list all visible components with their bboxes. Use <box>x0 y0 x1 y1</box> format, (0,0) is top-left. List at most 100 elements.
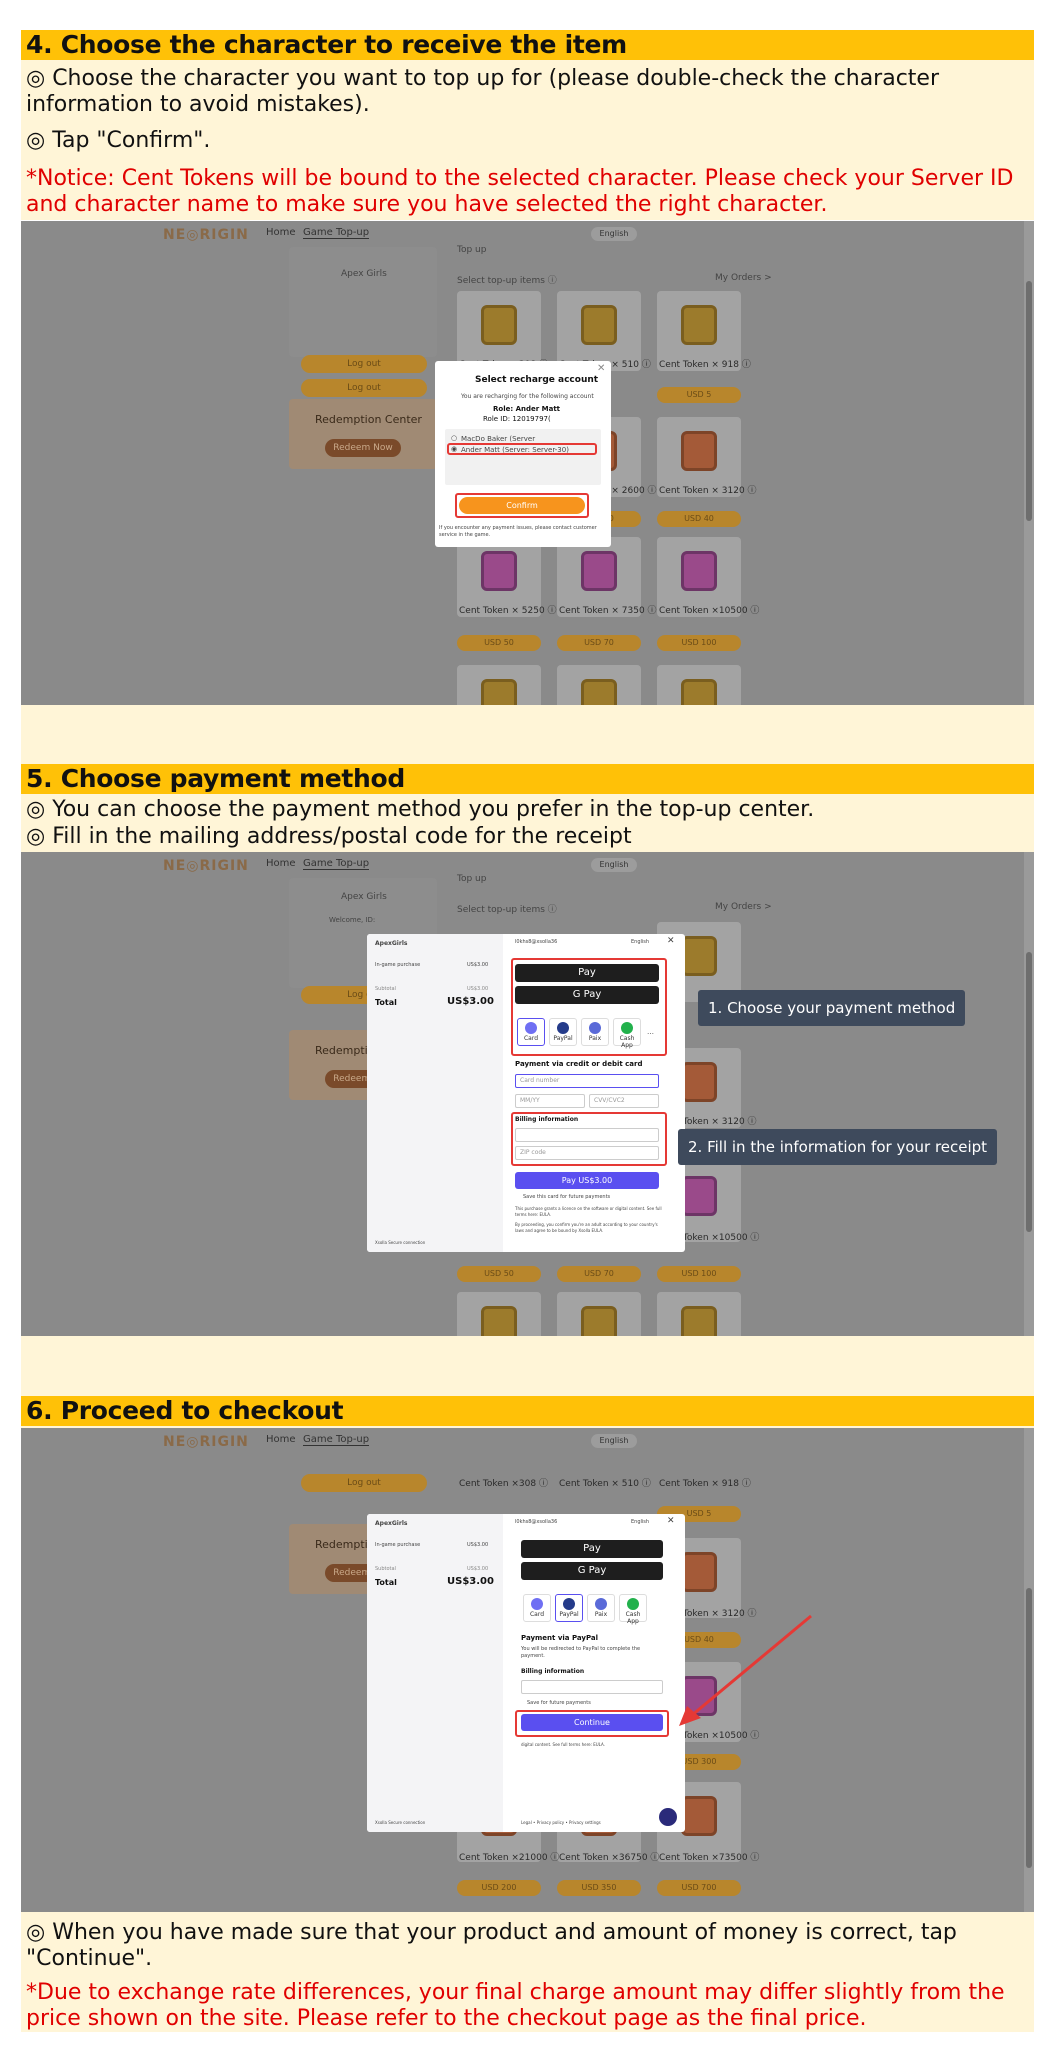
account-option-1[interactable]: MacDo Baker (Server <box>461 435 536 443</box>
tile-12[interactable] <box>657 665 741 705</box>
welcome-text: Welcome, ID: <box>329 916 376 924</box>
language-select-5[interactable]: English <box>591 858 637 872</box>
s6-price-700[interactable]: USD 700 <box>657 1880 741 1896</box>
google-pay-button[interactable]: G Pay <box>515 986 659 1004</box>
radio-1-icon[interactable]: ○ <box>451 434 458 442</box>
s6-save-future[interactable]: Save for future payments <box>527 1700 591 1706</box>
s6-price-350[interactable]: USD 350 <box>557 1880 641 1896</box>
nav-game-topup[interactable]: Game Top-up <box>303 227 370 239</box>
method-cashapp[interactable]: Cash App <box>613 1018 641 1049</box>
s6-method-paix[interactable]: Paix <box>587 1594 615 1622</box>
s6-price-200[interactable]: USD 200 <box>457 1880 541 1896</box>
redeem-now-button[interactable]: Redeem Now <box>325 439 401 457</box>
checkout-lang[interactable]: English <box>631 939 650 945</box>
user-name-5: Apex Girls <box>341 892 387 902</box>
s6-method-paypal[interactable]: PayPal <box>555 1594 583 1622</box>
apple-pay-button[interactable]: Pay <box>515 964 659 982</box>
card-number-input[interactable]: Card number <box>515 1074 659 1088</box>
step4-instruction-1: ◎ Choose the character you want to top u… <box>26 66 939 117</box>
checkout-close-icon[interactable]: ✕ <box>667 936 675 946</box>
tile-10[interactable] <box>457 665 541 705</box>
s6-tile-a-label: Cent Token × 3120 ⓘ <box>659 1609 757 1619</box>
modal-role: Role: Ander Matt <box>493 405 561 413</box>
mmyy-input[interactable]: MM/YY <box>515 1094 585 1108</box>
tile-3-price[interactable]: USD 5 <box>657 387 741 403</box>
confirm-highlight <box>455 493 589 518</box>
nav-game-topup-5[interactable]: Game Top-up <box>303 858 370 870</box>
continue-button[interactable]: Continue <box>521 1714 663 1731</box>
modal-role-id: Role ID: 12019797( <box>483 415 551 423</box>
tile-9[interactable] <box>657 537 741 617</box>
tile-2[interactable] <box>557 291 641 371</box>
pay-button[interactable]: Pay US$3.00 <box>515 1172 659 1189</box>
method-paix[interactable]: Paix <box>581 1018 609 1046</box>
s6-billing-title: Billing information <box>521 1668 585 1675</box>
logout-button[interactable]: Log out <box>301 379 427 397</box>
tile-1[interactable] <box>457 291 541 371</box>
logout-button-6[interactable]: Log out <box>301 1474 427 1492</box>
nav-game-topup-6[interactable]: Game Top-up <box>303 1434 370 1446</box>
my-orders-link[interactable]: My Orders > <box>715 273 772 283</box>
s6-google-pay-button[interactable]: G Pay <box>521 1562 663 1580</box>
tile-8-price[interactable]: USD 70 <box>557 635 641 651</box>
scrollbar-4[interactable] <box>1024 221 1034 705</box>
s6-method-card[interactable]: Card <box>523 1594 551 1622</box>
step6-bottom-panel <box>21 1912 1034 2032</box>
my-orders-link-5[interactable]: My Orders > <box>715 902 772 912</box>
cvv-input[interactable]: CVV/CVC2 <box>589 1094 659 1108</box>
tile-8[interactable] <box>557 537 641 617</box>
s6-apple-pay-button[interactable]: Pay <box>521 1540 663 1558</box>
tile-6-price[interactable]: USD 40 <box>657 511 741 527</box>
modal-subtitle: You are recharging for the following acc… <box>461 393 594 400</box>
method-paypal[interactable]: PayPal <box>549 1018 577 1046</box>
callout-receipt-info: 2. Fill in the information for your rece… <box>678 1129 998 1165</box>
subtotal-label: Subtotal <box>375 986 396 992</box>
chat-bubble-icon[interactable] <box>659 1808 677 1826</box>
nav-home-6[interactable]: Home <box>266 1434 296 1445</box>
s6-billing-input[interactable] <box>521 1680 663 1694</box>
tile-7[interactable] <box>457 537 541 617</box>
scrollbar-6[interactable] <box>1024 1428 1034 1912</box>
s6-tile-73500-label: Cent Token ×73500 ⓘ <box>659 1853 760 1863</box>
logout-button-visible[interactable]: Log out <box>301 355 427 373</box>
tile-5-f[interactable] <box>657 1292 741 1336</box>
billing-address-input[interactable] <box>515 1128 659 1142</box>
tab-topup[interactable]: Top up <box>457 245 487 255</box>
s6-method-cashapp[interactable]: Cash App <box>619 1594 647 1625</box>
language-select[interactable]: English <box>591 227 637 241</box>
language-select-6[interactable]: English <box>591 1434 637 1448</box>
pointer-arrow-icon <box>679 1614 812 1726</box>
tile-5-e[interactable] <box>557 1292 641 1336</box>
zip-input[interactable]: ZIP code <box>515 1146 659 1160</box>
tab-topup-5[interactable]: Top up <box>457 874 487 884</box>
tile-5-d[interactable] <box>457 1292 541 1336</box>
continue-highlight <box>515 1710 669 1737</box>
more-methods-icon[interactable]: … <box>647 1028 654 1036</box>
modal-close-icon[interactable]: ✕ <box>597 363 606 374</box>
s6-close-icon[interactable]: ✕ <box>667 1516 675 1526</box>
tile-6[interactable] <box>657 417 741 497</box>
tile-3[interactable] <box>657 291 741 371</box>
nav-home-5[interactable]: Home <box>266 858 296 869</box>
s6-footer-links[interactable]: Legal • Privacy policy • Privacy setting… <box>521 1820 601 1825</box>
tile-5-c2-price[interactable]: USD 70 <box>557 1266 641 1282</box>
scrollbar-5[interactable] <box>1024 852 1034 1336</box>
account-option-2[interactable]: Ander Matt (Server: Server-30) <box>461 446 569 454</box>
confirm-button[interactable]: Confirm <box>459 497 585 514</box>
tile-5-c1-price[interactable]: USD 50 <box>457 1266 541 1282</box>
tile-5-c3-price[interactable]: USD 100 <box>657 1266 741 1282</box>
tile-9-price[interactable]: USD 100 <box>657 635 741 651</box>
s6-total-price: US$3.00 <box>447 1576 494 1587</box>
method-card[interactable]: Card <box>517 1018 545 1046</box>
s6-legal: digital content. See full terms here: EU… <box>521 1742 605 1747</box>
redemption-title: Redemption Center <box>315 413 422 426</box>
radio-2-icon[interactable]: ◉ <box>451 445 458 453</box>
save-card-checkbox[interactable]: Save this card for future payments <box>523 1194 611 1200</box>
s6-lang[interactable]: English <box>631 1519 650 1525</box>
tile-11[interactable] <box>557 665 641 705</box>
nav-home[interactable]: Home <box>266 227 296 238</box>
step5-instruction-2: ◎ Fill in the mailing address/postal cod… <box>26 824 632 849</box>
s6-inapp-price: US$3.00 <box>467 1542 489 1548</box>
tile-7-price[interactable]: USD 50 <box>457 635 541 651</box>
